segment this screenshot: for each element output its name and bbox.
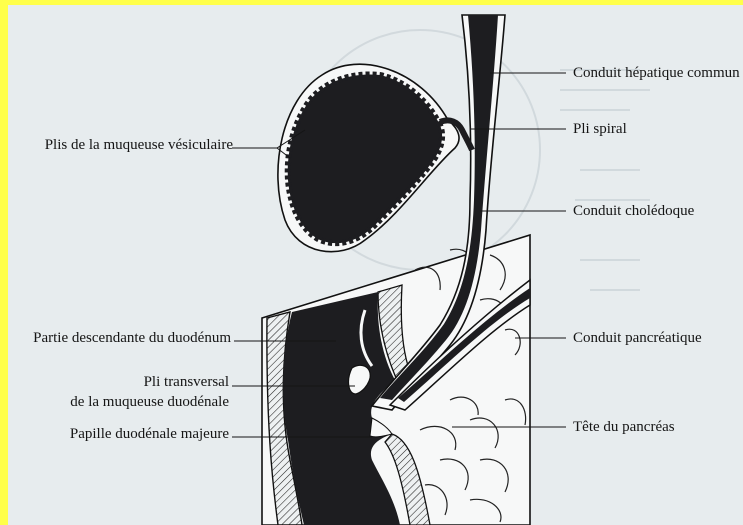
gallbladder-lumen — [288, 74, 442, 243]
label-gallbladder-folds: Plis de la muqueuse vésiculaire — [8, 136, 233, 154]
label-pancreas-head: Tête du pancréas — [573, 418, 675, 436]
label-bile-duct: Conduit cholédoque — [573, 202, 694, 220]
label-major-papilla: Papille duodénale majeure — [8, 425, 229, 443]
label-spiral-fold: Pli spiral — [573, 120, 627, 138]
label-transverse-fold-line1: Pli transversal — [8, 373, 229, 391]
label-transverse-fold-line2: de la muqueuse duodénale — [8, 393, 229, 411]
label-pancreatic-duct: Conduit pancréatique — [573, 329, 702, 347]
anatomy-diagram — [8, 5, 743, 525]
label-descending-duodenum: Partie descendante du duodénum — [8, 329, 231, 347]
figure-page: Plis de la muqueuse vésiculaire Conduit … — [8, 5, 743, 525]
label-common-hepatic-duct: Conduit hépatique commun — [573, 64, 740, 82]
